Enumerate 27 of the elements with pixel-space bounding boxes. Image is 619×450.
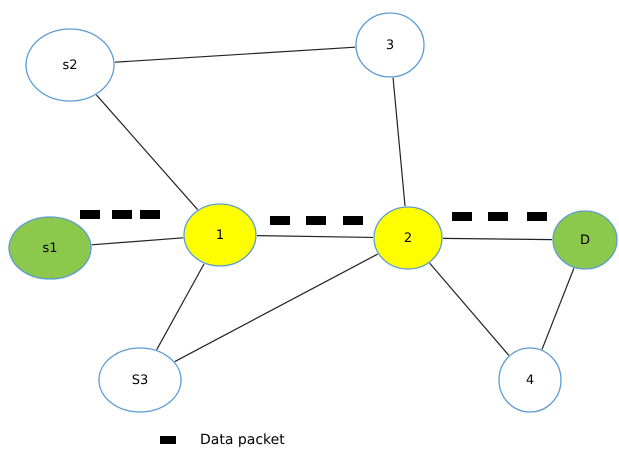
network-node (98, 347, 182, 413)
legend-label: Data packet (200, 432, 285, 448)
node-label: s1 (42, 240, 58, 256)
connector-line (429, 262, 510, 356)
connector-line (256, 235, 374, 238)
network-node (552, 210, 618, 270)
network-node (355, 12, 425, 78)
node-label: s2 (62, 58, 78, 72)
connector-line (174, 254, 378, 362)
network-node (8, 216, 92, 280)
connector-line (114, 46, 356, 63)
connector-line (92, 237, 184, 246)
connector-line (156, 264, 205, 350)
node-label: 4 (526, 372, 534, 388)
node-label: 1 (216, 228, 224, 242)
connector-line (392, 78, 406, 206)
network-node (183, 203, 257, 267)
node-label: 3 (386, 38, 394, 52)
connector-line (541, 268, 574, 350)
connector-line (96, 94, 198, 210)
node-label: 2 (404, 230, 412, 246)
network-node (498, 347, 562, 413)
node-label: D (580, 232, 590, 248)
node-label: S3 (132, 372, 148, 388)
network-node (373, 206, 443, 270)
connector-line (442, 238, 552, 240)
network-node (25, 28, 115, 102)
